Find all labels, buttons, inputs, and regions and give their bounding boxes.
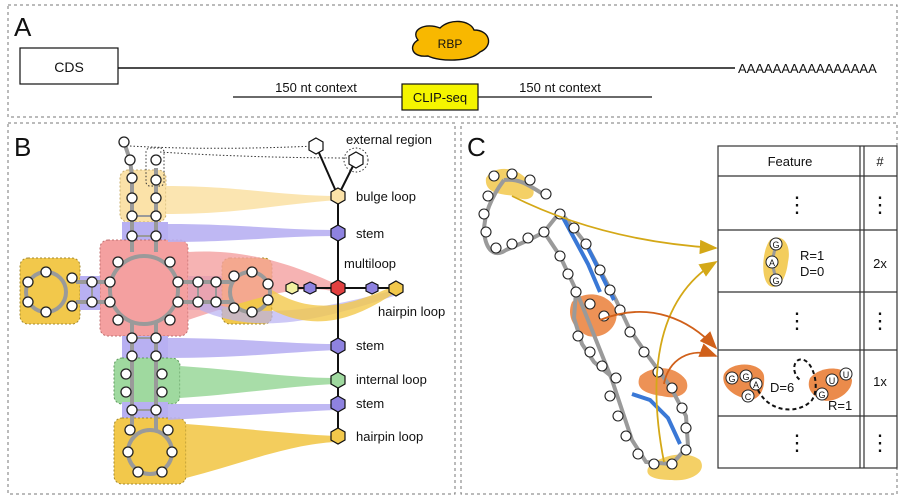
structure-nucleotides: [22, 136, 274, 478]
feature-table: Feature # ⋮ ⋮ G A G R=1 D=0 2x ⋮ ⋮: [717, 145, 898, 469]
poly-a-tail: AAAAAAAAAAAAAAAA: [738, 61, 877, 76]
node-left-stem: [303, 281, 317, 295]
arrow-orange-1: [599, 311, 718, 350]
tree-nodes: [285, 137, 404, 445]
node-bulge: [330, 187, 346, 205]
ribbon-hairpin-right: [272, 286, 396, 322]
svg-text:A: A: [769, 258, 775, 268]
context-right-label: 150 nt context: [519, 80, 601, 95]
node-left-hairpin: [285, 281, 299, 295]
rna-bases: [478, 168, 692, 470]
svg-text:G: G: [742, 372, 749, 382]
row4-r-value: R=1: [828, 398, 852, 413]
node-hairpin-1: [388, 280, 404, 297]
row4-distance-curve: [757, 358, 817, 411]
row2-r-value: R=1: [800, 248, 824, 263]
ribbon-hairpin-bottom: [186, 424, 336, 478]
row2-count: 2x: [873, 256, 887, 271]
arrow-yellow-1: [511, 195, 718, 255]
ribbon-stem1: [168, 224, 336, 242]
svg-text:G: G: [818, 390, 825, 400]
panel-b: B: [7, 122, 456, 495]
row4-d-value: D=6: [770, 380, 794, 395]
row1-ellipsis-feature: ⋮: [786, 192, 808, 217]
panel-b-letter: B: [14, 132, 31, 162]
table-header-count: #: [876, 154, 884, 169]
row3-ellipsis-count: ⋮: [869, 308, 891, 333]
external-node-halo: [343, 147, 369, 173]
panel-b-frame: [7, 122, 456, 495]
panel-a-letter: A: [14, 12, 32, 42]
row4-feature-left-bases: G G A C: [725, 369, 763, 403]
row2-d-value: D=0: [800, 264, 824, 279]
panel-c: C: [460, 122, 898, 495]
ribbon-internal: [180, 366, 336, 398]
row1-ellipsis-count: ⋮: [869, 192, 891, 217]
svg-text:A: A: [753, 380, 759, 390]
ribbon-bulge: [166, 186, 338, 214]
row5-ellipsis-count: ⋮: [869, 430, 891, 455]
table-header-feature: Feature: [768, 154, 813, 169]
node-hairpin-2: [330, 427, 346, 445]
cds-box: [19, 47, 119, 85]
label-hairpin-2: hairpin loop: [356, 429, 423, 444]
node-external-1: [308, 137, 324, 155]
row4-feature-right-bases: G U U: [815, 367, 853, 401]
node-stem-3: [330, 395, 346, 413]
label-internal: internal loop: [356, 372, 427, 387]
node-external-2: [348, 151, 364, 169]
table-frame: [717, 145, 898, 469]
rbp-blob: [411, 20, 490, 61]
label-multiloop: multiloop: [344, 256, 396, 271]
node-right-stem: [365, 281, 379, 295]
row3-ellipsis-feature: ⋮: [786, 308, 808, 333]
label-bulge: bulge loop: [356, 189, 416, 204]
svg-text:U: U: [829, 376, 836, 386]
panel-c-letter: C: [467, 132, 486, 162]
arrow-orange-2: [663, 343, 718, 385]
row5-ellipsis-feature: ⋮: [786, 430, 808, 455]
context-left-label: 150 nt context: [275, 80, 357, 95]
clip-seq-box: [401, 83, 479, 111]
dotted-map-external2: [129, 145, 317, 149]
label-external: external region: [346, 132, 432, 147]
clip-seq-label: CLIP-seq: [413, 90, 467, 105]
svg-text:G: G: [772, 276, 779, 286]
ribbon-stem2: [168, 338, 336, 358]
node-internal: [330, 371, 346, 389]
row4-count: 1x: [873, 374, 887, 389]
arrow-yellow-2: [655, 261, 718, 463]
panel-c-frame: [460, 122, 898, 495]
label-stem-3: stem: [356, 396, 384, 411]
svg-text:G: G: [772, 240, 779, 250]
svg-text:C: C: [745, 392, 752, 402]
label-hairpin-1: hairpin loop: [378, 304, 445, 319]
panel-a-frame: [7, 4, 898, 118]
rbp-label: RBP: [438, 37, 463, 51]
node-stem-2: [330, 337, 346, 355]
svg-text:U: U: [843, 370, 850, 380]
svg-text:G: G: [728, 374, 735, 384]
label-stem-2: stem: [356, 338, 384, 353]
node-multiloop: [330, 279, 346, 297]
dotted-map-external: [159, 151, 355, 159]
ribbon-stem3: [168, 404, 336, 420]
label-stem-1: stem: [356, 226, 384, 241]
panel-a: A CDS AAAAAAAAAAAAAAAA RBP 150 nt contex…: [7, 4, 898, 118]
node-stem-1: [330, 224, 346, 242]
cds-label: CDS: [54, 59, 84, 75]
row2-feature-bases: G A G: [765, 237, 783, 287]
